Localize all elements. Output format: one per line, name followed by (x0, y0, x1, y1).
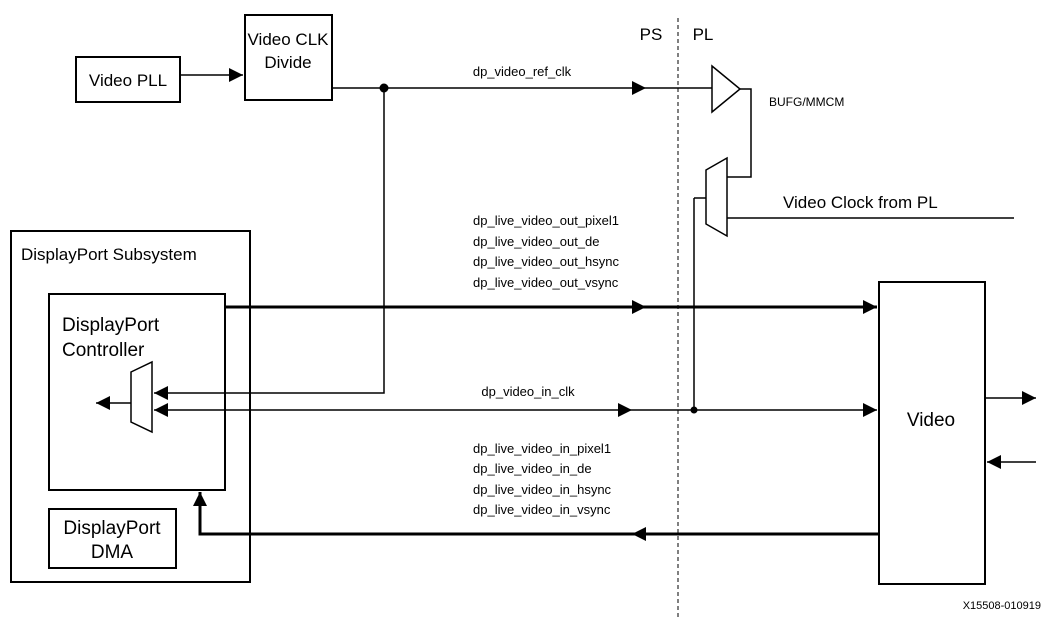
video-label: Video (907, 410, 955, 431)
dma-label-1: DisplayPort (63, 518, 161, 539)
video-clk-divide-block (244, 14, 333, 101)
dma-label-2: DMA (91, 542, 134, 563)
bufg-buffer (711, 64, 742, 114)
bufg-to-mux (727, 88, 752, 178)
video-pll-block (75, 56, 181, 103)
displayport-dma-block (48, 508, 177, 569)
in-bus-label-de: dp_live_video_in_de (473, 461, 592, 476)
ref-clk-to-controller (154, 88, 385, 400)
pl-clock-label: Video Clock from PL (783, 193, 938, 212)
bufg-label: BUFG/MMCM (769, 95, 844, 109)
pl-label: PL (693, 25, 714, 44)
video-clk-divide-label-1: Video CLK (248, 30, 330, 49)
video-pll-label: Video PLL (89, 71, 167, 90)
out-bus-label-de: dp_live_video_out_de (473, 234, 600, 249)
controller-clock-mux (130, 360, 153, 434)
figure-id: X15508-010919 (963, 600, 1041, 612)
pl-clock-mux (705, 156, 728, 238)
controller-label-2: Controller (62, 340, 145, 361)
video-block (878, 281, 986, 585)
video-clk-divide-label-2: Divide (264, 53, 311, 72)
live-video-in-bus (193, 492, 632, 536)
in-clk-label: dp_video_in_clk (481, 384, 575, 399)
ps-label: PS (640, 25, 663, 44)
out-bus-label-pixel1: dp_live_video_out_pixel1 (473, 213, 619, 228)
out-bus-label-vsync: dp_live_video_out_vsync (473, 275, 619, 290)
controller-label-1: DisplayPort (62, 315, 160, 336)
ref-clk-label: dp_video_ref_clk (473, 64, 572, 79)
in-bus-label-vsync: dp_live_video_in_vsync (473, 502, 611, 517)
out-bus-label-hsync: dp_live_video_out_hsync (473, 254, 619, 269)
in-bus-label-pixel1: dp_live_video_in_pixel1 (473, 441, 611, 456)
subsystem-label: DisplayPort Subsystem (21, 245, 197, 264)
in-bus-label-hsync: dp_live_video_in_hsync (473, 482, 612, 497)
